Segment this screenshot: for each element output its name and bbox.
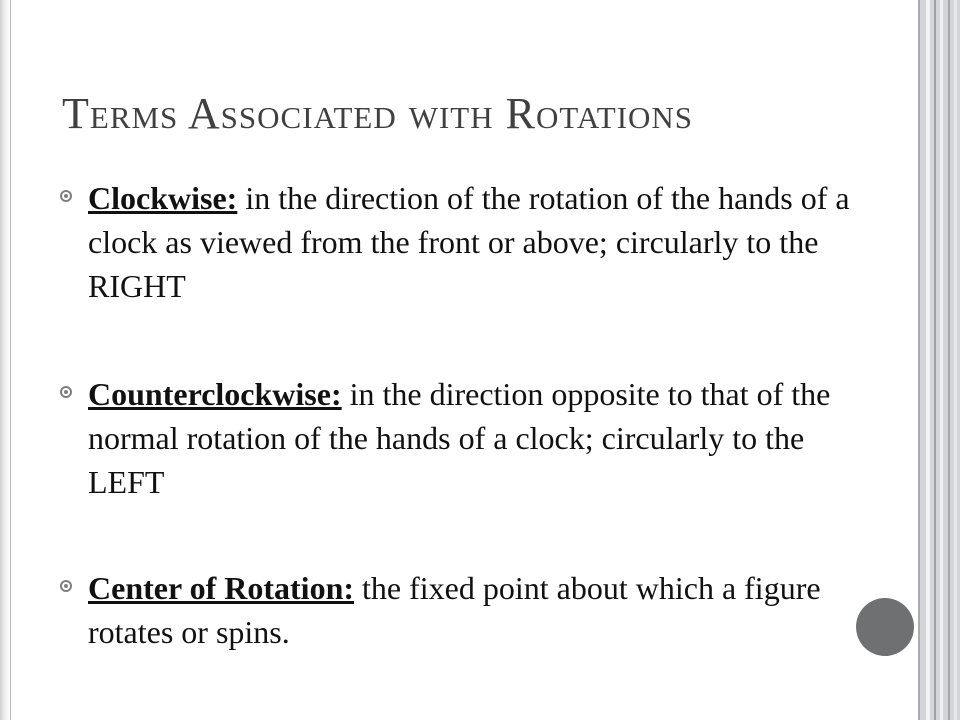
term-definition: the fixed point about which a figure rot…: [88, 570, 821, 650]
term-definition: in the direction of the rotation of the …: [88, 180, 850, 304]
side-stripe: [918, 0, 920, 720]
term-label: Counterclockwise:: [88, 376, 342, 412]
side-stripe: [926, 0, 930, 720]
side-stripe: [954, 0, 957, 720]
bullet-text: Counterclockwise: in the direction oppos…: [88, 372, 858, 504]
bullet-marker-icon: [60, 580, 72, 592]
term-definition: in the direction opposite to that of the…: [88, 376, 831, 500]
decorative-side-panel: [918, 0, 960, 720]
bullet-marker-icon: [60, 190, 72, 202]
decorative-circle: [856, 598, 914, 656]
left-edge-shadow: [0, 0, 10, 720]
term-label: Center of Rotation:: [88, 570, 355, 606]
frame-line: [10, 0, 11, 720]
side-stripe: [934, 0, 936, 720]
term-label: Clockwise:: [88, 180, 238, 216]
slide-title: Terms Associated with Rotations: [62, 89, 694, 138]
bullet-clockwise: Clockwise: in the direction of the rotat…: [60, 176, 858, 308]
side-stripe: [940, 0, 943, 720]
bullet-text: Clockwise: in the direction of the rotat…: [88, 176, 858, 308]
side-stripe: [948, 0, 950, 720]
bullet-counterclockwise: Counterclockwise: in the direction oppos…: [60, 372, 858, 504]
bullet-center-of-rotation: Center of Rotation: the fixed point abou…: [60, 566, 858, 654]
bullet-marker-icon: [60, 386, 72, 398]
bullet-text: Center of Rotation: the fixed point abou…: [88, 566, 858, 654]
